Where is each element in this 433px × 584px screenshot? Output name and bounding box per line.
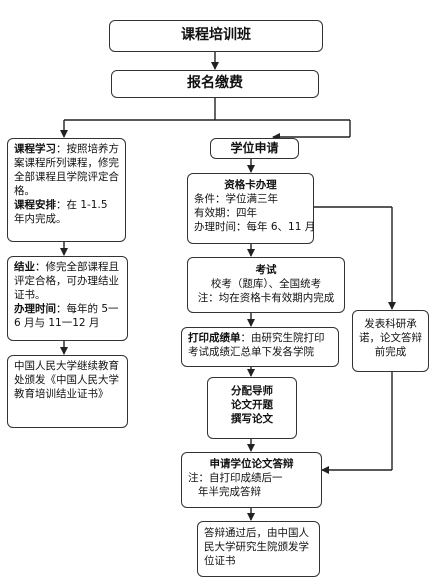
qual-title: 资格卡办理 xyxy=(224,179,277,191)
arrange-paragraph: 课程安排：在 1-1.5 年内完成。 xyxy=(14,198,119,226)
degree-apply-box: 学位申请 xyxy=(210,138,299,159)
graduate-paragraph: 结业：修完全部课程且评定合格，可办理结业证书。 xyxy=(14,260,121,302)
defense-line1: 注：自打印成绩后一 xyxy=(188,472,283,484)
advisor-line1: 分配导师 xyxy=(231,385,273,397)
time-label: 办理时间 xyxy=(14,303,56,315)
arrange-label: 课程安排 xyxy=(14,199,56,211)
research-box: 发表科研承诺，论文答辩前完成 xyxy=(352,310,429,372)
defense-title: 申请学位论文答辩 xyxy=(209,458,294,470)
qual-box: 资格卡办理 条件：学位满三年 有效期：四年 办理时间：每年 6、11 月 xyxy=(187,173,316,244)
cert-box: 中国人民大学继续教育处颁发《中国人民大学教育培训结业证书》 xyxy=(7,355,128,428)
enroll-title: 报名缴费 xyxy=(187,75,243,91)
print-label: 打印成绩单 xyxy=(188,332,241,344)
enroll-box: 报名缴费 xyxy=(111,70,319,98)
qual-line3: 办理时间：每年 6、11 月 xyxy=(194,221,316,233)
degree-apply-title: 学位申请 xyxy=(230,141,279,155)
print-box: 打印成绩单：由研究生院打印考试成绩汇总单下发各学院 xyxy=(181,327,339,367)
print-paragraph: 打印成绩单：由研究生院打印考试成绩汇总单下发各学院 xyxy=(188,331,332,359)
final-box: 答辩通过后，由中国人民大学研究生院颁发学位证书 xyxy=(197,521,320,577)
research-text: 发表科研承诺，论文答辩前完成 xyxy=(359,318,422,358)
arrange-text: ：在 1-1.5 年内完成。 xyxy=(14,199,108,225)
exam-line2: 注：均在资格卡有效期内完成 xyxy=(197,292,335,304)
graduate-box: 结业：修完全部课程且评定合格，可办理结业证书。 办理时间：每年的 5一6 月与 … xyxy=(7,256,128,341)
exam-title: 考试 xyxy=(255,264,277,276)
print-text: ：由研究生院打印考试成绩汇总单下发各学院 xyxy=(188,332,325,358)
advisor-box: 分配导师 论文开题 撰写论文 xyxy=(207,377,297,439)
study-paragraph: 课程学习：按照培养方案课程所列课程，修完全部课程且学院评定合格。 xyxy=(14,142,119,198)
advisor-line2: 论文开题 xyxy=(231,399,273,411)
study-text: ：按照培养方案课程所列课程，修完全部课程且学院评定合格。 xyxy=(14,143,119,197)
qual-line2: 有效期：四年 xyxy=(194,207,257,219)
defense-line2: 年半完成答辩 xyxy=(198,486,261,498)
study-box: 课程学习：按照培养方案课程所列课程，修完全部课程且学院评定合格。 课程安排：在 … xyxy=(7,138,126,242)
defense-box: 申请学位论文答辩 注：自打印成绩后一 年半完成答辩 xyxy=(181,452,322,508)
graduate-text: ：修完全部课程且评定合格，可办理结业证书。 xyxy=(14,261,119,301)
study-label: 课程学习 xyxy=(14,143,56,155)
course-class-title: 课程培训班 xyxy=(181,27,251,43)
time-text: ：每年的 5一6 月与 11一12 月 xyxy=(14,303,119,329)
exam-line1: 校考（题库）、全国统考 xyxy=(210,278,322,290)
cert-text: 中国人民大学继续教育处颁发《中国人民大学教育培训结业证书》 xyxy=(14,360,119,400)
final-text: 答辩通过后，由中国人民大学研究生院颁发学位证书 xyxy=(204,527,309,567)
course-class-box: 课程培训班 xyxy=(109,20,323,52)
time-paragraph: 办理时间：每年的 5一6 月与 11一12 月 xyxy=(14,302,121,330)
advisor-line3: 撰写论文 xyxy=(231,413,273,425)
graduate-label: 结业 xyxy=(14,261,35,273)
exam-box: 考试 校考（题库）、全国统考 注：均在资格卡有效期内完成 xyxy=(187,257,345,313)
qual-line1: 条件：学位满三年 xyxy=(194,193,278,205)
